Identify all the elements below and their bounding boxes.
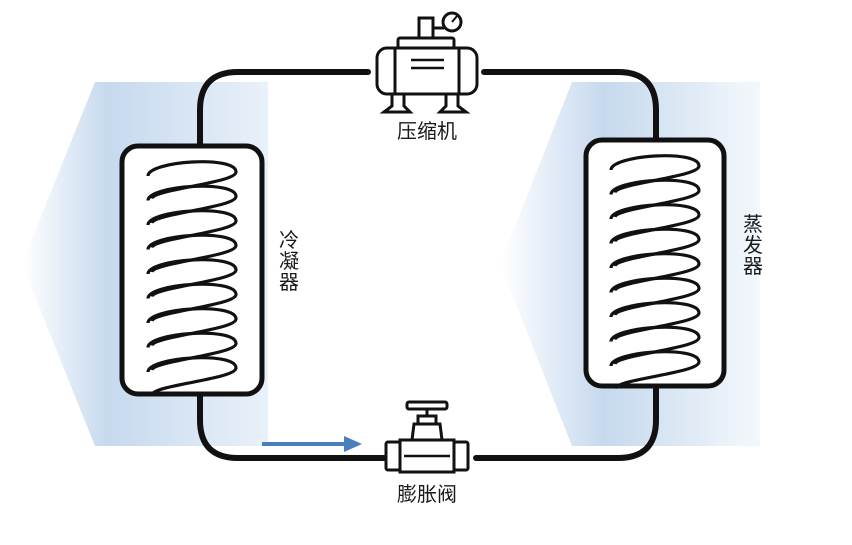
coil-turn xyxy=(609,350,701,390)
coil-turn xyxy=(609,227,701,268)
coil-turn xyxy=(146,258,238,298)
expansion-valve-label: 膨胀阀 xyxy=(397,482,457,506)
coil-turn xyxy=(609,178,701,219)
condenser-housing xyxy=(119,143,265,397)
coil-turn xyxy=(609,154,701,194)
coil-turn xyxy=(146,307,238,347)
evaporator-label: 蒸发器 xyxy=(743,212,763,278)
flow-direction-arrow-icon xyxy=(262,436,362,452)
helical-coil-icon xyxy=(146,160,238,396)
coil-turn xyxy=(146,160,238,200)
coil-turn xyxy=(609,252,701,292)
coil-turn xyxy=(609,203,701,243)
gate-valve-icon xyxy=(384,400,470,474)
coil-turn xyxy=(609,325,701,366)
coil-turn xyxy=(609,301,701,341)
air-compressor-icon xyxy=(375,11,479,114)
evaporator-housing xyxy=(583,137,727,389)
coil-turn xyxy=(146,209,238,249)
coil-turn xyxy=(146,331,238,372)
helical-coil-icon xyxy=(609,154,701,390)
condenser-label: 冷凝器 xyxy=(279,228,299,294)
coil-turn xyxy=(146,356,238,396)
coil-turn xyxy=(146,282,238,323)
coil-turn xyxy=(146,233,238,274)
compressor-label: 压缩机 xyxy=(397,119,457,143)
coil-turn xyxy=(609,276,701,317)
coil-turn xyxy=(146,184,238,225)
